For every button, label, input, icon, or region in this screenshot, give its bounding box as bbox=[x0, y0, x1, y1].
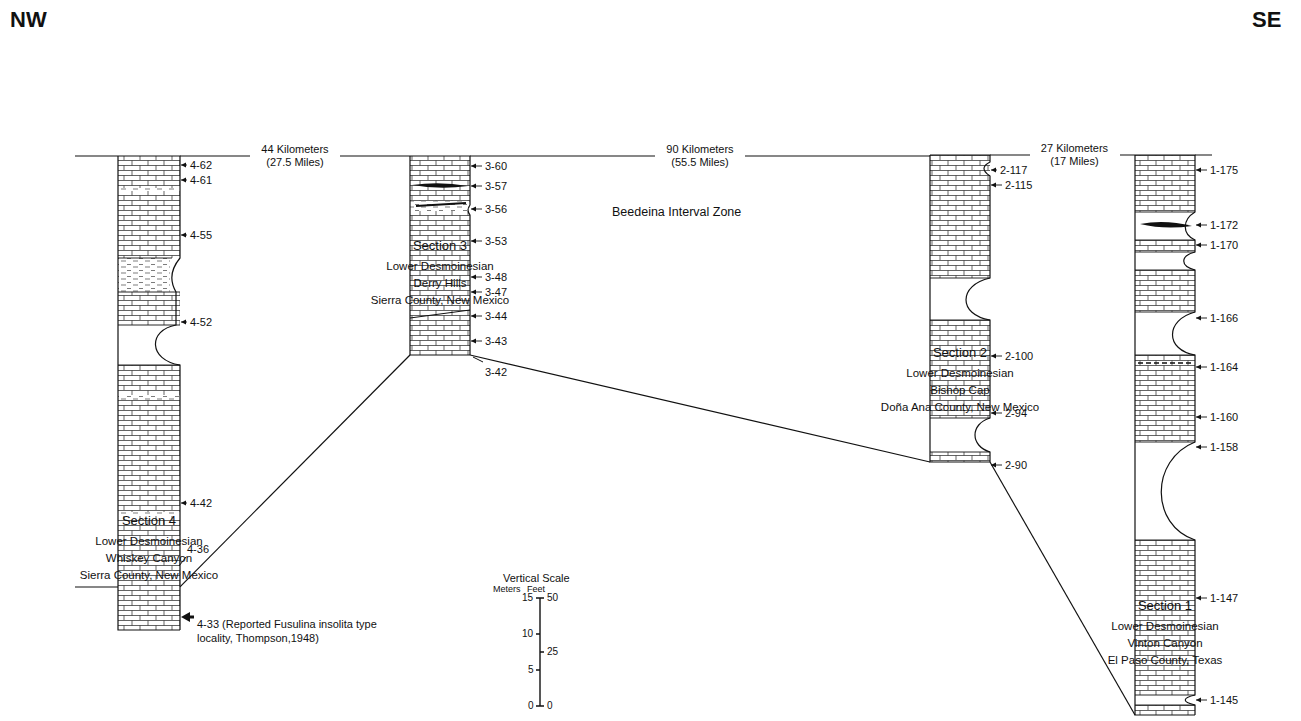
sample-number: 1-172 bbox=[1210, 218, 1238, 232]
sample-arrowhead bbox=[1196, 168, 1201, 173]
sample-number: 1-147 bbox=[1210, 591, 1238, 605]
distance-label: 90 Kilometers (55.5 Miles) bbox=[655, 143, 745, 169]
note-label: 3-42 bbox=[485, 365, 507, 379]
stratigraphic-column: Section 3Lower DesmoinesianDerry HillsSi… bbox=[410, 156, 470, 355]
sample-number: 4-42 bbox=[190, 496, 212, 510]
sample-number: 1-164 bbox=[1210, 360, 1238, 374]
sample-number: 3-48 bbox=[485, 270, 507, 284]
sample-number: 3-44 bbox=[485, 309, 507, 323]
sample-arrowhead bbox=[181, 501, 186, 506]
sample-arrowhead bbox=[991, 168, 996, 173]
sample-number: 1-158 bbox=[1210, 440, 1238, 454]
sample-arrowhead bbox=[1196, 596, 1201, 601]
sample-arrowhead bbox=[181, 178, 186, 183]
sample-number: 3-47 bbox=[485, 285, 507, 299]
sample-number: 3-56 bbox=[485, 202, 507, 216]
scale-number: 0 bbox=[528, 700, 534, 712]
sample-number: 1-160 bbox=[1210, 410, 1238, 424]
sample-arrowhead bbox=[1196, 415, 1201, 420]
correlation-line bbox=[180, 355, 410, 587]
stratigraphic-column: Section 1Lower DesmoinesianVinton Canyon… bbox=[1135, 155, 1195, 715]
sample-arrowhead bbox=[181, 320, 186, 325]
section-caption: Bishop Cap bbox=[881, 382, 1039, 399]
note-label: 4-33 (Reported Fusulina insolita type lo… bbox=[197, 617, 382, 645]
sample-number: 4-52 bbox=[190, 315, 212, 329]
column-heading: Section 1 Lower DesmoinesianVinton Canyon… bbox=[1108, 597, 1223, 669]
sample-number: 3-60 bbox=[485, 159, 507, 173]
direction-label: NW bbox=[10, 7, 47, 33]
sample-arrowhead bbox=[1196, 223, 1201, 228]
section-title: Section 4 bbox=[80, 512, 218, 529]
sample-arrowhead bbox=[471, 314, 476, 319]
sample-number: 2-100 bbox=[1005, 349, 1033, 363]
sample-arrowhead bbox=[471, 275, 476, 280]
sample-number: 1-175 bbox=[1210, 163, 1238, 177]
sample-arrowhead bbox=[991, 183, 996, 188]
section-caption: Lower Desmoinesian bbox=[881, 365, 1039, 382]
sample-number: 4-61 bbox=[190, 173, 212, 187]
section-caption: El Paso County, Texas bbox=[1108, 652, 1223, 669]
sample-arrowhead bbox=[1196, 316, 1201, 321]
section-caption: Sierra County, New Mexico bbox=[80, 567, 218, 584]
sample-number: 4-62 bbox=[190, 158, 212, 172]
bold-arrow bbox=[181, 612, 190, 622]
sample-arrowhead bbox=[181, 233, 186, 238]
distance-label: 44 Kilometers (27.5 Miles) bbox=[250, 143, 340, 169]
correlation-line bbox=[990, 462, 1135, 715]
scale-number: 25 bbox=[547, 646, 558, 658]
sample-arrowhead bbox=[1196, 243, 1201, 248]
sample-arrowhead bbox=[471, 207, 476, 212]
sample-arrowhead bbox=[471, 184, 476, 189]
sample-number: 2-115 bbox=[1005, 178, 1032, 192]
scale-number: 0 bbox=[547, 700, 553, 712]
stratigraphic-column: Section 2Lower DesmoinesianBishop CapDoñ… bbox=[930, 155, 990, 462]
sample-number: 1-166 bbox=[1210, 311, 1238, 325]
sample-arrowhead bbox=[1196, 365, 1201, 370]
note-label: 4-36 bbox=[187, 542, 209, 556]
sample-arrowhead bbox=[1196, 698, 1201, 703]
sample-number: 3-57 bbox=[485, 179, 507, 193]
sample-arrowhead bbox=[991, 354, 996, 359]
scale-number: 10 bbox=[522, 628, 533, 640]
sample-number: 3-43 bbox=[485, 334, 507, 348]
column-section-2 bbox=[930, 155, 990, 462]
sample-arrowhead bbox=[471, 339, 476, 344]
section-caption: Vinton Canyon bbox=[1108, 635, 1223, 652]
sample-arrowhead bbox=[1196, 445, 1201, 450]
sample-number: 1-145 bbox=[1210, 693, 1238, 707]
section-caption: Lower Desmoinesian bbox=[1108, 618, 1223, 635]
direction-label: SE bbox=[1252, 7, 1281, 33]
sample-number: 2-117 bbox=[1000, 163, 1027, 177]
section-title: Section 1 bbox=[1108, 597, 1223, 614]
note-label: Beedeina Interval Zone bbox=[612, 205, 741, 219]
scale-number: 5 bbox=[528, 664, 534, 676]
sample-number: 2-90 bbox=[1005, 458, 1027, 472]
base-line bbox=[75, 586, 118, 587]
scale-number: 15 bbox=[522, 592, 533, 604]
sample-arrowhead bbox=[181, 163, 186, 168]
sample-number: 3-53 bbox=[485, 234, 507, 248]
scale-number: 50 bbox=[547, 592, 558, 604]
scale-bar bbox=[536, 598, 544, 706]
column-section-3 bbox=[410, 156, 470, 355]
stratigraphic-column: Section 4Lower DesmoinesianWhiskey Canyo… bbox=[118, 156, 180, 630]
sample-number: 1-170 bbox=[1210, 238, 1238, 252]
sample-number: 2-94 bbox=[1005, 406, 1027, 420]
note-label: Vertical Scale bbox=[503, 571, 570, 585]
distance-label: 27 Kilometers (17 Miles) bbox=[1030, 142, 1120, 168]
note-label: Meters bbox=[493, 584, 521, 595]
correlation-line bbox=[470, 355, 930, 462]
sample-number: 4-55 bbox=[190, 228, 212, 242]
sample-arrowhead bbox=[471, 239, 476, 244]
sample-arrowhead bbox=[471, 290, 476, 295]
sample-arrowhead bbox=[471, 164, 476, 169]
